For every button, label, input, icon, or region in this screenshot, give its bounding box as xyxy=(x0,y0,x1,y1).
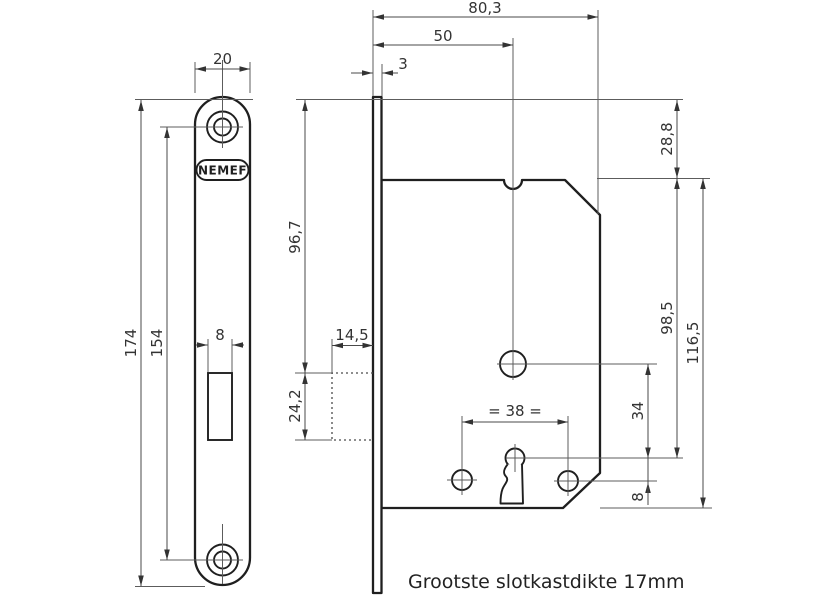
dim-latch-depth-label: 14,5 xyxy=(335,326,368,344)
dim-faceplate-width-label: 20 xyxy=(213,50,232,68)
dim-faceplate-height-label: 174 xyxy=(122,329,140,358)
keyhole-stem xyxy=(499,463,524,505)
faceplate-front-view: NEMEF xyxy=(193,60,252,587)
extension-lines xyxy=(135,10,712,587)
lock-case-side-view xyxy=(331,95,602,595)
dim-hub-to-keyhole-label: 34 xyxy=(629,401,647,420)
latch-pocket-hidden-outline xyxy=(331,372,373,441)
brand-badge xyxy=(195,159,250,181)
bolt-slot xyxy=(207,372,233,441)
lock-case-outline xyxy=(380,178,602,510)
dim-keyhole-to-screw-label: 8 xyxy=(629,492,647,502)
dim-case-width-label: 80,3 xyxy=(468,0,501,17)
caption-text: Grootste slotkastdikte 17mm xyxy=(408,571,685,593)
dim-latch-height-label: 24,2 xyxy=(286,389,304,422)
dim-case-top-to-keyhole-label: 98,5 xyxy=(658,301,676,334)
dim-top-offset-label: 28,8 xyxy=(658,122,676,155)
dimensions: 20 174 154 8 80,3 50 3 28,8 96,7 14,5 24… xyxy=(122,0,706,586)
dim-hole-spacing-label: 154 xyxy=(148,329,166,358)
dim-screw-spacing-label: = 38 = xyxy=(488,402,542,420)
dim-slot-width-label: 8 xyxy=(215,326,225,344)
dim-case-height-label: 116,5 xyxy=(684,322,702,365)
dim-backset-label: 50 xyxy=(433,27,452,45)
dim-faceplate-thickness-label: 3 xyxy=(398,55,408,73)
brand-label: NEMEF xyxy=(198,164,247,178)
faceplate-edge-view xyxy=(371,95,383,595)
dim-top-to-latch-label: 96,7 xyxy=(286,220,304,253)
